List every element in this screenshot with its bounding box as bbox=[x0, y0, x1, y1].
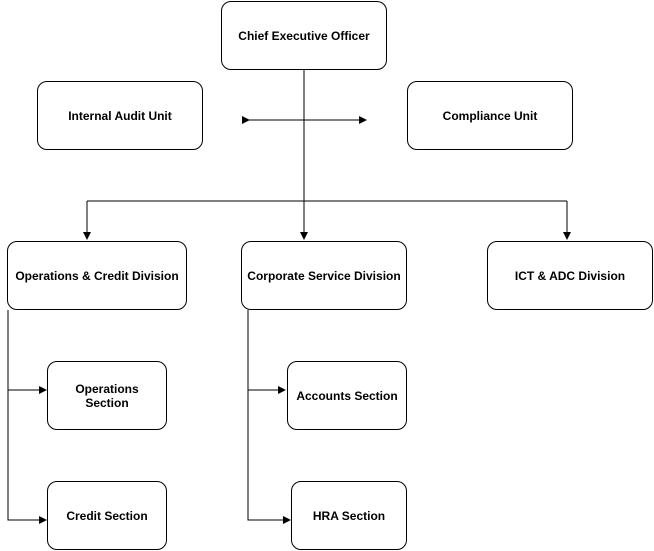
corporate-service-division-label: Corporate Service Division bbox=[247, 268, 401, 283]
to-hra-section-arrow bbox=[247, 390, 291, 524]
ceo-box[interactable]: Chief Executive Officer bbox=[221, 1, 387, 70]
ict-adc-division-label: ICT & ADC Division bbox=[514, 268, 626, 283]
internal-audit-unit-box[interactable]: Internal Audit Unit bbox=[37, 81, 203, 150]
compliance-unit-box[interactable]: Compliance Unit bbox=[407, 81, 573, 150]
accounts-section-box[interactable]: Accounts Section bbox=[287, 361, 407, 430]
credit-section-label: Credit Section bbox=[66, 508, 148, 523]
hra-section-label: HRA Section bbox=[312, 508, 386, 523]
operations-section-label: Operations Section bbox=[75, 381, 139, 410]
accounts-section-label: Accounts Section bbox=[296, 388, 398, 403]
credit-section-box[interactable]: Credit Section bbox=[47, 481, 167, 550]
to-operations-section-arrow bbox=[7, 310, 47, 394]
to-accounts-section-arrow bbox=[247, 310, 286, 394]
ict-adc-division-box[interactable]: ICT & ADC Division bbox=[487, 241, 653, 310]
hra-section-box[interactable]: HRA Section bbox=[291, 481, 407, 550]
operations-credit-division-box[interactable]: Operations & Credit Division bbox=[7, 241, 187, 310]
compliance-unit-label: Compliance Unit bbox=[442, 108, 538, 123]
ceo-label: Chief Executive Officer bbox=[238, 28, 370, 43]
to-credit-section-arrow bbox=[7, 390, 47, 524]
operations-credit-division-label: Operations & Credit Division bbox=[15, 268, 179, 283]
internal-audit-unit-label: Internal Audit Unit bbox=[68, 108, 172, 123]
corporate-service-division-box[interactable]: Corporate Service Division bbox=[241, 241, 407, 310]
operations-section-box[interactable]: Operations Section bbox=[47, 361, 167, 430]
